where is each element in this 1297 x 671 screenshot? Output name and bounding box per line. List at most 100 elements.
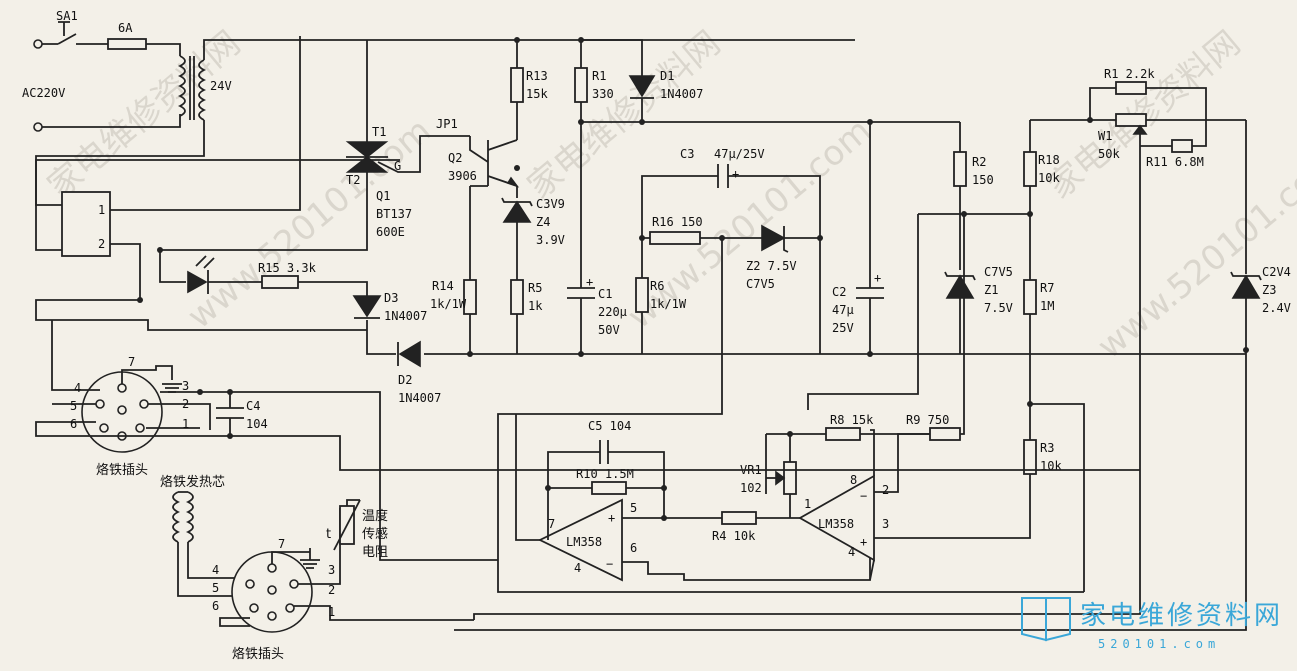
plug2-pin6: 6: [212, 599, 219, 613]
r14-value: 1k/1W: [430, 297, 467, 311]
r2-value: 150: [972, 173, 994, 187]
potentiometer-vr1: [783, 461, 797, 495]
resistor-r1-2k2: [1115, 81, 1147, 95]
z3-voltage: 2.4V: [1262, 301, 1291, 315]
r1-ref: R1: [592, 69, 606, 83]
opamp-a-pin5: 5: [630, 501, 637, 515]
z3-ref: Z3: [1262, 283, 1276, 297]
plug2-pin2: 2: [328, 583, 335, 597]
triac-t1: T1: [372, 125, 386, 139]
triac-suffix: 600E: [376, 225, 405, 239]
resistor-r14: [463, 279, 477, 315]
r18-ref: R18: [1038, 153, 1060, 167]
triac-type: BT137: [376, 207, 412, 221]
capacitor-c2: + C2 47μ 25V: [819, 119, 884, 354]
opamp-b-pin1: 1: [804, 497, 811, 511]
r16-label: R16 150: [652, 215, 703, 229]
z4-ref: Z4: [536, 215, 550, 229]
opamp-a-pin6: 6: [630, 541, 637, 555]
plug1-pin2: 2: [182, 397, 189, 411]
d3-ref: D3: [384, 291, 398, 305]
c3-ref: C3: [680, 147, 694, 161]
potentiometer-w1: [1115, 113, 1147, 127]
c2-voltage: 25V: [832, 321, 854, 335]
w1-value: 50k: [1098, 147, 1120, 161]
thermistor-symbol: t: [326, 527, 331, 542]
resistor-r16: [649, 231, 701, 245]
setpoint-network: R1 2.2k W1 50k R11 6.8M: [473, 67, 1246, 620]
d3-type: 1N4007: [384, 309, 427, 323]
plug1-pin7: 7: [128, 355, 135, 369]
divider-column: R18 10k R7 1M R3 10k: [885, 120, 1085, 592]
c3-plus: +: [732, 167, 739, 181]
resistor-r5: [510, 279, 524, 315]
opamp-b-plus: +: [860, 535, 867, 549]
resistor-r15: [261, 275, 299, 289]
r13-ref: R13: [526, 69, 548, 83]
plug2-pin1: 1: [328, 605, 335, 619]
q2-type: 3906: [448, 169, 477, 183]
opamp-b-pin2: 2: [882, 483, 889, 497]
q2-ref: Q2: [448, 151, 462, 165]
opamp-a: LM358 7 5 6 4 + − C5 104 R10 1.5M R4 10k: [515, 414, 871, 582]
mains-input: SA1 6A AC220V 24V: [22, 9, 855, 251]
triac-gate: G: [394, 159, 401, 173]
opamp-a-plus: +: [608, 511, 615, 525]
plug2-pin7: 7: [278, 537, 285, 551]
watermark-text: 家电维修资料网: [520, 23, 728, 207]
c3-value: 47μ/25V: [714, 147, 765, 161]
r5-value: 1k: [528, 299, 543, 313]
r13-value: 15k: [526, 87, 548, 101]
sensor-label-1: 温度: [362, 508, 388, 524]
z1-voltage: 7.5V: [984, 301, 1013, 315]
r11-label: R11 6.8M: [1146, 155, 1204, 169]
z1-type: C7V5: [984, 265, 1013, 279]
r4-label: R4 10k: [712, 529, 756, 543]
brand-name: 家电维修资料网: [1080, 601, 1283, 631]
switch-label: SA1: [56, 9, 78, 23]
d2-type: 1N4007: [398, 391, 441, 405]
c3-r16-z2-network: + C3 47μ/25V R16 150 Z2 7.5V C7V5 R6 1k/…: [497, 147, 1084, 593]
capacitor-c1: + C1 220μ 50V: [567, 122, 627, 354]
r9-label: R9 750: [906, 413, 949, 427]
c2-value: 47μ: [832, 303, 854, 317]
d1-ref: D1: [660, 69, 674, 83]
secondary-voltage-label: 24V: [210, 79, 232, 93]
z2-type: C7V5: [746, 277, 775, 291]
plug1-pin5: 5: [70, 399, 77, 413]
triac-t2: T2: [346, 173, 360, 187]
opamp-b: LM358 1 8 2 3 4 − + R8 15k R9 750 VR1 10…: [740, 413, 961, 581]
plug1-pin6: 6: [70, 417, 77, 431]
opamp-a-minus: −: [606, 557, 613, 571]
resistor-r11: [1171, 139, 1193, 153]
r14-ref: R14: [432, 279, 454, 293]
z4-voltage: 3.9V: [536, 233, 565, 247]
r2-ref: R2: [972, 155, 986, 169]
iron-heater-assembly: 烙铁发热芯 t 温度 传感 电阻 7 4 5 6 3 2 1 烙铁插头: [160, 474, 474, 662]
relay-block: 1 2: [35, 40, 400, 300]
vr1-value: 102: [740, 481, 762, 495]
c4-ref: C4: [246, 399, 260, 413]
r5-ref: R5: [528, 281, 542, 295]
plug2-pin3: 3: [328, 563, 335, 577]
opamp-a-pin7: 7: [548, 517, 555, 531]
z3-type: C2V4: [1262, 265, 1291, 279]
plug2-pin4: 4: [212, 563, 219, 577]
opamp-b-minus: −: [860, 489, 867, 503]
z1-ref: Z1: [984, 283, 998, 297]
opamp-a-pin4: 4: [574, 561, 581, 575]
iron-plug-socket: 7 4 5 6 3 2 1 C4 104 烙铁插头: [35, 320, 1140, 561]
c1-ref: C1: [598, 287, 612, 301]
indicator-led: R15 3.3k D3 1N4007: [35, 247, 427, 331]
r7-value: 1M: [1040, 299, 1054, 313]
fuse-label: 6A: [118, 21, 133, 35]
r1-value: 330: [592, 87, 614, 101]
c4-value: 104: [246, 417, 268, 431]
heater-title: 烙铁发热芯: [160, 474, 225, 490]
resistor-r9: [929, 427, 961, 441]
resistor-r14-branch: R14 1k/1W: [430, 185, 488, 354]
jumper-label: JP1: [436, 117, 458, 131]
resistor-r3: [1023, 439, 1037, 475]
z2-label: Z2 7.5V: [746, 259, 797, 273]
